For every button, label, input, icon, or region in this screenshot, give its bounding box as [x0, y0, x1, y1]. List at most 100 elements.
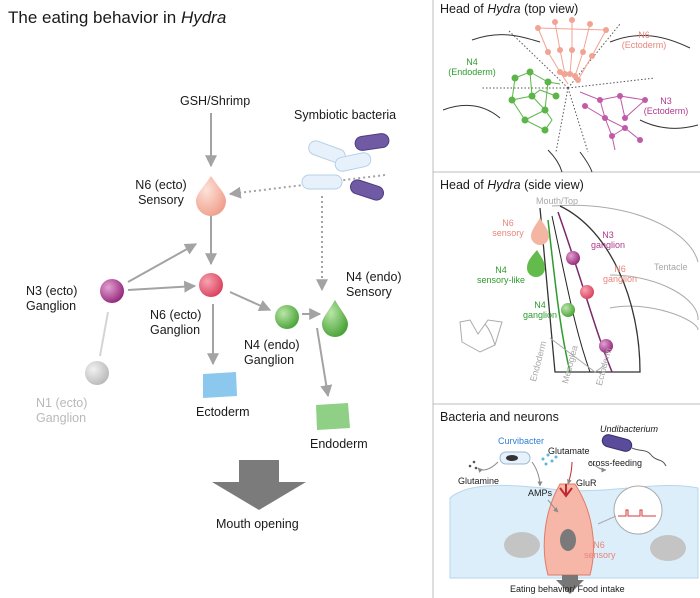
eating-arrow [556, 575, 584, 594]
label-n6-sensory: N6 (ecto) Sensory [126, 178, 196, 208]
side-view-title-italic: Hydra [487, 178, 521, 192]
label-n6-ganglion: N6 (ecto) Ganglion [150, 308, 201, 338]
endoderm-block [316, 403, 350, 430]
bacteria-panel-title: Bacteria and neurons [440, 410, 559, 424]
bacterium-dark [354, 133, 390, 151]
side-n4-sensory-like-neuron [527, 250, 545, 277]
top-view-n4-label: N4 (Endoderm) [442, 57, 502, 77]
top-view-n6-label: N6 (Ectoderm) [614, 30, 674, 50]
activity-inset [613, 485, 663, 535]
arrow-n6-ganglion-to-n4-ganglion [229, 291, 272, 312]
glur-receptor [559, 484, 573, 498]
glutamine-dots [468, 460, 478, 470]
main-title-italic: Hydra [180, 8, 227, 27]
arrow-bacteria-to-n6-sensory [228, 174, 386, 199]
top-view-n4-line1: N4 [466, 57, 478, 67]
top-view-title-prefix: Head of [440, 2, 488, 16]
side-view-title: Head of Hydra (side view) [440, 178, 584, 193]
side-view-n6-ganglion-line1: N6 [614, 264, 626, 274]
curvibacter-dot [506, 455, 518, 461]
label-bacteria-n6-sensory: N6 sensory [584, 540, 616, 560]
symbiotic-bacteria-cluster [301, 133, 390, 201]
side-n6-sensory-neuron [531, 218, 549, 245]
main-title-text: The eating behavior in [8, 8, 181, 27]
top-view-graphic [442, 17, 699, 173]
side-view-mouth-top: Mouth/Top [536, 196, 579, 206]
label-bacteria-n6-line1: N6 [593, 540, 605, 550]
bacteria-neurons-graphic [449, 434, 699, 594]
label-bacteria-n6-line2: sensory [584, 550, 616, 560]
bacterium-light [334, 152, 372, 172]
label-n1-ganglion-line1: N1 (ecto) [36, 396, 88, 410]
epithelial-nucleus [650, 535, 686, 561]
label-glutamine: Glutamine [458, 476, 500, 486]
label-glutamate: Glutamate [548, 446, 590, 456]
top-view-n3-line2: (Ectoderm) [643, 106, 689, 116]
ectoderm-block [203, 372, 237, 398]
bacterium-light [301, 174, 343, 190]
label-curvibacter: Curvibacter [498, 436, 545, 446]
arrow-n3-to-n6-sensory [127, 243, 198, 283]
label-n6-ganglion-line1: N6 (ecto) [150, 308, 202, 322]
side-view-n3-ganglion-line2: ganglion [590, 240, 626, 250]
label-n4-ganglion: N4 (endo) Ganglion [244, 338, 300, 368]
label-endoderm: Endoderm [310, 437, 368, 451]
connector-n3-to-n1 [99, 311, 109, 357]
label-gsh-shrimp: GSH/Shrimp [180, 94, 251, 108]
epithelial-nucleus [504, 532, 540, 558]
label-n4-sensory-line1: N4 (endo) [346, 270, 402, 284]
n1-ganglion-neuron [85, 361, 109, 385]
label-amps: AMPs [528, 488, 553, 498]
side-view-n4-sensory-like-line2: sensory-like [476, 275, 525, 285]
top-view-n3-line1: N3 [660, 96, 672, 106]
side-n4-ganglion-neuron [561, 303, 575, 317]
label-n4-ganglion-line1: N4 (endo) [244, 338, 300, 352]
side-n3-ganglion-neuron-lower [599, 339, 613, 353]
activity-trace [618, 509, 656, 517]
pathway-arrows [99, 113, 386, 398]
side-view-n4-ganglion-line2: ganglion [522, 310, 558, 320]
label-cross-feeding: cross-feeding [588, 458, 643, 468]
top-view-n3-label: N3 (Ectoderm) [636, 96, 696, 116]
side-view-title-suffix: (side view) [520, 178, 584, 192]
side-view-n6-sensory-line2: sensory [492, 228, 524, 238]
side-view-n6-sensory-line1: N6 [502, 218, 514, 228]
side-view-n6-sensory-label: N6 sensory [488, 218, 528, 238]
label-n3-ganglion-line1: N3 (ecto) [26, 284, 78, 298]
top-view-title: Head of Hydra (top view) [440, 2, 578, 17]
side-view-n4-ganglion-line1: N4 [534, 300, 546, 310]
label-n1-ganglion-line2: Ganglion [36, 411, 87, 425]
side-view-tentacle: Tentacle [654, 262, 688, 272]
mouth-opening-arrow [212, 460, 306, 510]
side-n6-ganglion-neuron [580, 285, 594, 299]
side-view-title-prefix: Head of [440, 178, 488, 192]
n6-nucleus [560, 529, 576, 551]
top-view-title-suffix: (top view) [520, 2, 579, 16]
main-title: The eating behavior in Hydra [8, 8, 226, 28]
label-undibacterium: Undibacterium [600, 424, 659, 434]
top-view-title-italic: Hydra [487, 2, 521, 16]
arrow-n3-to-n6-ganglion [127, 280, 197, 293]
side-view-graphic [459, 204, 699, 373]
arrow-n4-ganglion-to-endoderm [316, 327, 333, 398]
glutamate-dots [541, 453, 558, 466]
side-view-n4-ganglion-label: N4 ganglion [520, 300, 560, 320]
label-n4-sensory-line2: Sensory [346, 285, 392, 299]
label-eating-behavior: Eating behavior/ Food intake [510, 584, 625, 594]
label-ectoderm: Ectoderm [196, 405, 250, 419]
label-n4-sensory: N4 (endo) Sensory [346, 270, 402, 300]
label-mouth-opening: Mouth opening [216, 517, 299, 531]
side-view-n3-ganglion-line1: N3 [602, 230, 614, 240]
label-symbiotic-bacteria: Symbiotic bacteria [294, 108, 397, 122]
n6-sensory-neuron [196, 176, 226, 216]
n6-ganglion-neuron [199, 273, 223, 297]
top-view-n6-line2: (Ectoderm) [621, 40, 667, 50]
label-n6-sensory-line2: Sensory [138, 193, 184, 207]
label-n1-ganglion: N1 (ecto) Ganglion [36, 396, 87, 426]
top-view-n6-line1: N6 [638, 30, 650, 40]
label-n6-ganglion-line2: Ganglion [150, 323, 201, 337]
side-n3-ganglion-neuron [566, 251, 580, 265]
label-n3-ganglion: N3 (ecto) Ganglion [26, 284, 77, 314]
